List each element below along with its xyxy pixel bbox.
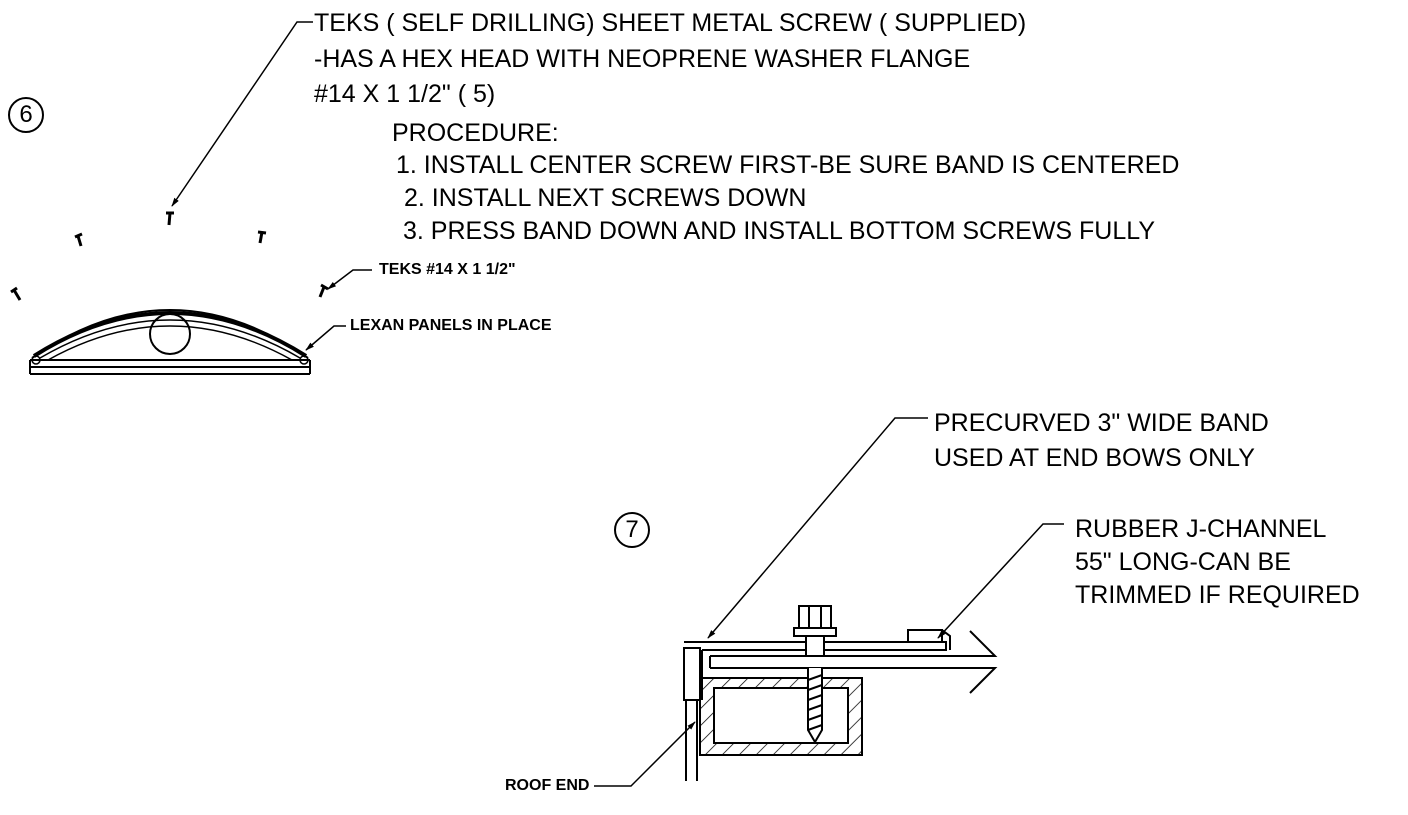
channel-leader [937, 523, 1064, 639]
procedure-title: PROCEDURE: [392, 119, 559, 147]
screw-note-leader [171, 21, 313, 207]
procedure-step-3: 3. PRESS BAND DOWN AND INSTALL BOTTOM SC… [403, 217, 1155, 245]
screw-icon [166, 211, 174, 226]
band-leader [707, 417, 928, 639]
teks-leader [327, 269, 372, 290]
screw-note-line-2: -HAS A HEX HEAD WITH NEOPRENE WASHER FLA… [314, 45, 971, 73]
screw-icon [257, 230, 267, 244]
detail-7-number: 7 [614, 512, 650, 548]
procedure-step-1: 1. INSTALL CENTER SCREW FIRST-BE SURE BA… [396, 151, 1180, 179]
arch-inner [39, 319, 301, 359]
screw-note-line-1: TEKS ( SELF DRILLING) SHEET METAL SCREW … [314, 9, 1027, 37]
channel-label-line-3: TRIMMED IF REQUIRED [1075, 581, 1360, 609]
screw-note-line-3: #14 X 1 1/2" ( 5) [314, 80, 496, 108]
detail-6-number: 6 [8, 97, 44, 133]
channel-label-line-1: RUBBER J-CHANNEL [1075, 515, 1327, 543]
screw-icon [10, 286, 22, 301]
procedure-step-2: 2. INSTALL NEXT SCREWS DOWN [404, 184, 807, 212]
band-label-line-2: USED AT END BOWS ONLY [934, 444, 1255, 472]
band-label-line-1: PRECURVED 3" WIDE BAND [934, 409, 1269, 437]
lexan-panels-label: LEXAN PANELS IN PLACE [350, 317, 552, 334]
detail-7-drawing [594, 417, 1064, 787]
lexan-leader [305, 325, 346, 351]
screw-icon [318, 283, 329, 298]
arch-inner-2 [47, 325, 293, 361]
channel-label-line-2: 55" LONG-CAN BE [1075, 548, 1291, 576]
screw-icon [74, 232, 83, 247]
roof-end-leader [594, 721, 696, 787]
teks-label: TEKS #14 X 1 1/2" [379, 261, 516, 278]
roof-end-label: ROOF END [505, 777, 590, 794]
detail-6-drawing [10, 21, 372, 375]
round-tube [149, 313, 191, 355]
